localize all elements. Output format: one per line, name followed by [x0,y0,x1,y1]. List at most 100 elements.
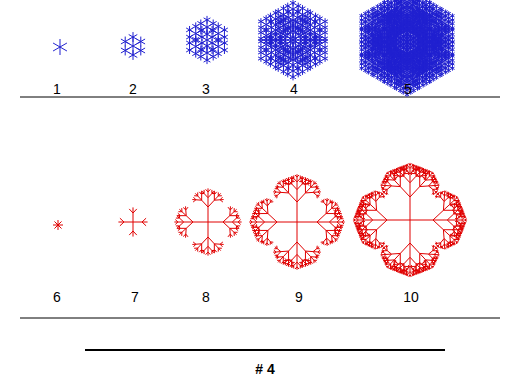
fractal-stroke [186,28,189,30]
fractal-stroke [224,50,227,52]
fractal-stroke [186,48,189,50]
fractal-stroke [224,37,227,39]
fractal-stroke [192,54,195,56]
fractal-stroke [224,41,227,43]
fractal-stroke [137,39,141,41]
fractal-stroke [201,55,204,57]
fractal-stroke [209,35,212,37]
fractal-stroke [207,60,210,62]
fractal-stroke [210,23,213,25]
fractal-stroke [209,37,212,39]
fractal-stroke [133,55,137,57]
fractal-stroke [221,30,224,32]
fractal-stroke [210,55,213,57]
fractal-stroke [141,42,145,44]
snowflake-fractal [53,39,67,55]
fractal-stroke [224,48,227,50]
fractal-stroke [190,43,193,45]
fractal-stroke [129,55,133,57]
fractal-stroke [197,21,200,23]
fractal-stroke [192,52,195,54]
fractal-stroke [60,47,67,51]
snowflake-fractal [121,32,145,60]
fractal-stroke [388,0,390,1]
fractal-stroke [204,60,207,62]
fractal-stroke [204,32,207,34]
fractal-stroke [204,44,207,46]
fractal-stroke [125,42,129,44]
fractal-stroke [129,35,133,37]
fractal-stroke [212,35,215,37]
fractal-stroke [121,39,125,41]
fractal-stroke [133,35,137,37]
fractal-stroke [199,43,202,45]
fractal-stroke [60,43,67,47]
fractal-stroke [186,43,189,45]
fractal-stroke [141,39,145,41]
fractal-stroke [201,21,204,23]
fractal-stroke [210,57,213,59]
fractal-stroke [202,37,205,39]
fractal-stroke [215,54,218,56]
fractal-stroke [196,24,199,26]
fractal-stroke [190,48,193,50]
fractal-stroke [204,18,207,20]
fractal-stroke [209,41,212,43]
fractal-stroke [125,48,129,50]
fractal-stroke [121,51,125,53]
fractal-stroke [204,58,207,60]
fractal-stroke [186,37,189,39]
fractal-stroke [197,55,200,57]
fractal-stroke [121,48,125,50]
fractal-stroke [209,43,212,45]
fractal-stroke [224,35,227,37]
fractal-stroke [190,30,193,32]
fractal-stroke [197,47,200,49]
fractal-stroke [137,48,141,50]
fractal-stroke [213,21,216,23]
fractal-stroke [202,41,205,43]
fractal-stroke [186,50,189,52]
fractal-stroke [53,47,60,51]
fractal-stroke [192,24,195,26]
fractal-stroke [218,54,221,56]
fractal-stroke [197,57,200,59]
snowflake-fractal [258,0,328,80]
fractal-stroke [53,43,60,47]
fractal-stroke [137,42,141,44]
fractal-stroke [186,41,189,43]
fractal-stroke [221,35,224,37]
fractal-stroke [212,43,215,45]
fractal-stroke [221,50,224,52]
fractal-stroke [186,35,189,37]
fractal-stroke [224,30,227,32]
fractal-stroke [213,57,216,59]
fractal-stroke [186,30,189,32]
fractal-stroke [215,24,218,26]
snowflake-fractal [186,16,228,64]
fractal-stroke [199,35,202,37]
fractal-stroke [141,51,145,53]
fractal-stroke [201,23,204,25]
fractal-stroke [190,28,193,30]
fractal-stroke [221,43,224,45]
fractal-stroke [224,43,227,45]
fractal-stroke [209,50,212,52]
fractal-stroke [141,48,145,50]
fractal-stroke [215,52,218,54]
fractal-stroke [221,48,224,50]
fractal-stroke [137,51,141,53]
fractal-stroke [210,21,213,23]
fractal-stroke [209,28,212,30]
fractal-stroke [207,18,210,20]
fractal-stroke [202,28,205,30]
fractal-stroke [202,35,205,37]
fractal-stroke [221,28,224,30]
fractal-stroke [129,53,133,55]
fractal-stroke [190,35,193,37]
fractal-stroke [121,42,125,44]
fractal-stroke [218,24,221,26]
fractal-stroke [224,28,227,30]
